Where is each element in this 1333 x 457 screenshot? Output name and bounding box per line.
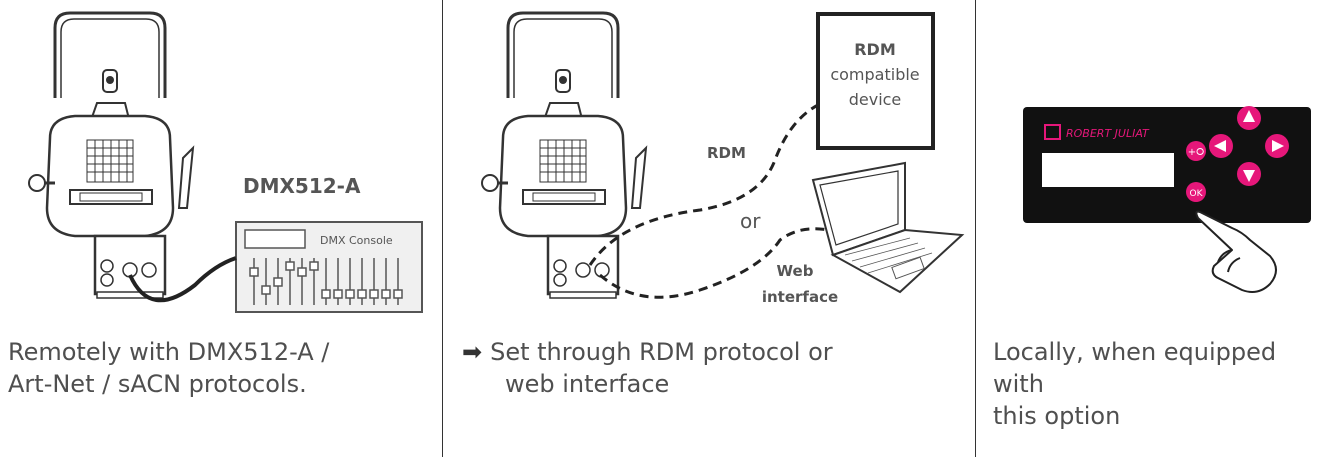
console-label: DMX Console xyxy=(320,234,393,247)
ok-button xyxy=(1186,182,1206,202)
rdm-cable xyxy=(588,103,819,266)
web-label-line2: interface xyxy=(762,288,838,306)
fixture-illustration xyxy=(27,11,195,300)
caption-panel3-line1: Locally, when equipped with xyxy=(993,338,1277,398)
caption-panel2-line2: web interface xyxy=(505,370,670,398)
web-label-line1: Web xyxy=(777,262,814,280)
caption-panel3-line2: this option xyxy=(993,402,1121,430)
caption-panel3: Locally, when equipped with this option xyxy=(993,336,1333,432)
arrow-down-icon xyxy=(1243,170,1255,182)
ok-label: OK xyxy=(1190,189,1204,199)
control-panel: ROBERT JULIAT +⭘ OK xyxy=(1023,106,1311,223)
divider-left xyxy=(442,0,443,457)
display-screen xyxy=(1042,153,1174,187)
arrow-up-icon xyxy=(1243,110,1255,122)
caption-panel1: Remotely with DMX512-A / Art-Net / sACN … xyxy=(8,336,329,400)
rdm-device-line3: device xyxy=(849,90,902,109)
or-label: or xyxy=(740,209,761,233)
rdm-label: RDM xyxy=(707,144,746,162)
divider-right xyxy=(975,0,976,457)
rdm-device-line2: compatible xyxy=(830,65,919,84)
arrow-left-icon xyxy=(1214,140,1226,152)
rdm-device-line1: RDM xyxy=(854,40,896,59)
back-button-icon xyxy=(1186,141,1206,161)
fixture-illustration-2 xyxy=(480,11,648,300)
arrow-right-icon xyxy=(1272,140,1284,152)
hand-pointer-icon xyxy=(1195,210,1277,293)
dmx-cable xyxy=(128,256,237,303)
caption-panel1-line2: Art-Net / sACN protocols. xyxy=(8,370,307,398)
brand-logo-icon xyxy=(1044,124,1061,140)
arrow-right-icon: ➡ xyxy=(462,338,483,366)
brand-name: ROBERT JULIAT xyxy=(1066,127,1150,140)
svg-text:+⭘: +⭘ xyxy=(1188,147,1204,158)
caption-panel2: ➡Set through RDM protocol or web interfa… xyxy=(462,336,833,400)
dmx-label: DMX512-A xyxy=(243,174,361,198)
dmx-console: DMX Console xyxy=(235,221,423,313)
rdm-device-box xyxy=(816,12,935,150)
laptop-illustration xyxy=(811,161,965,294)
caption-panel1-line1: Remotely with DMX512-A / xyxy=(8,338,330,366)
caption-panel2-line1: ➡Set through RDM protocol or xyxy=(462,338,833,366)
